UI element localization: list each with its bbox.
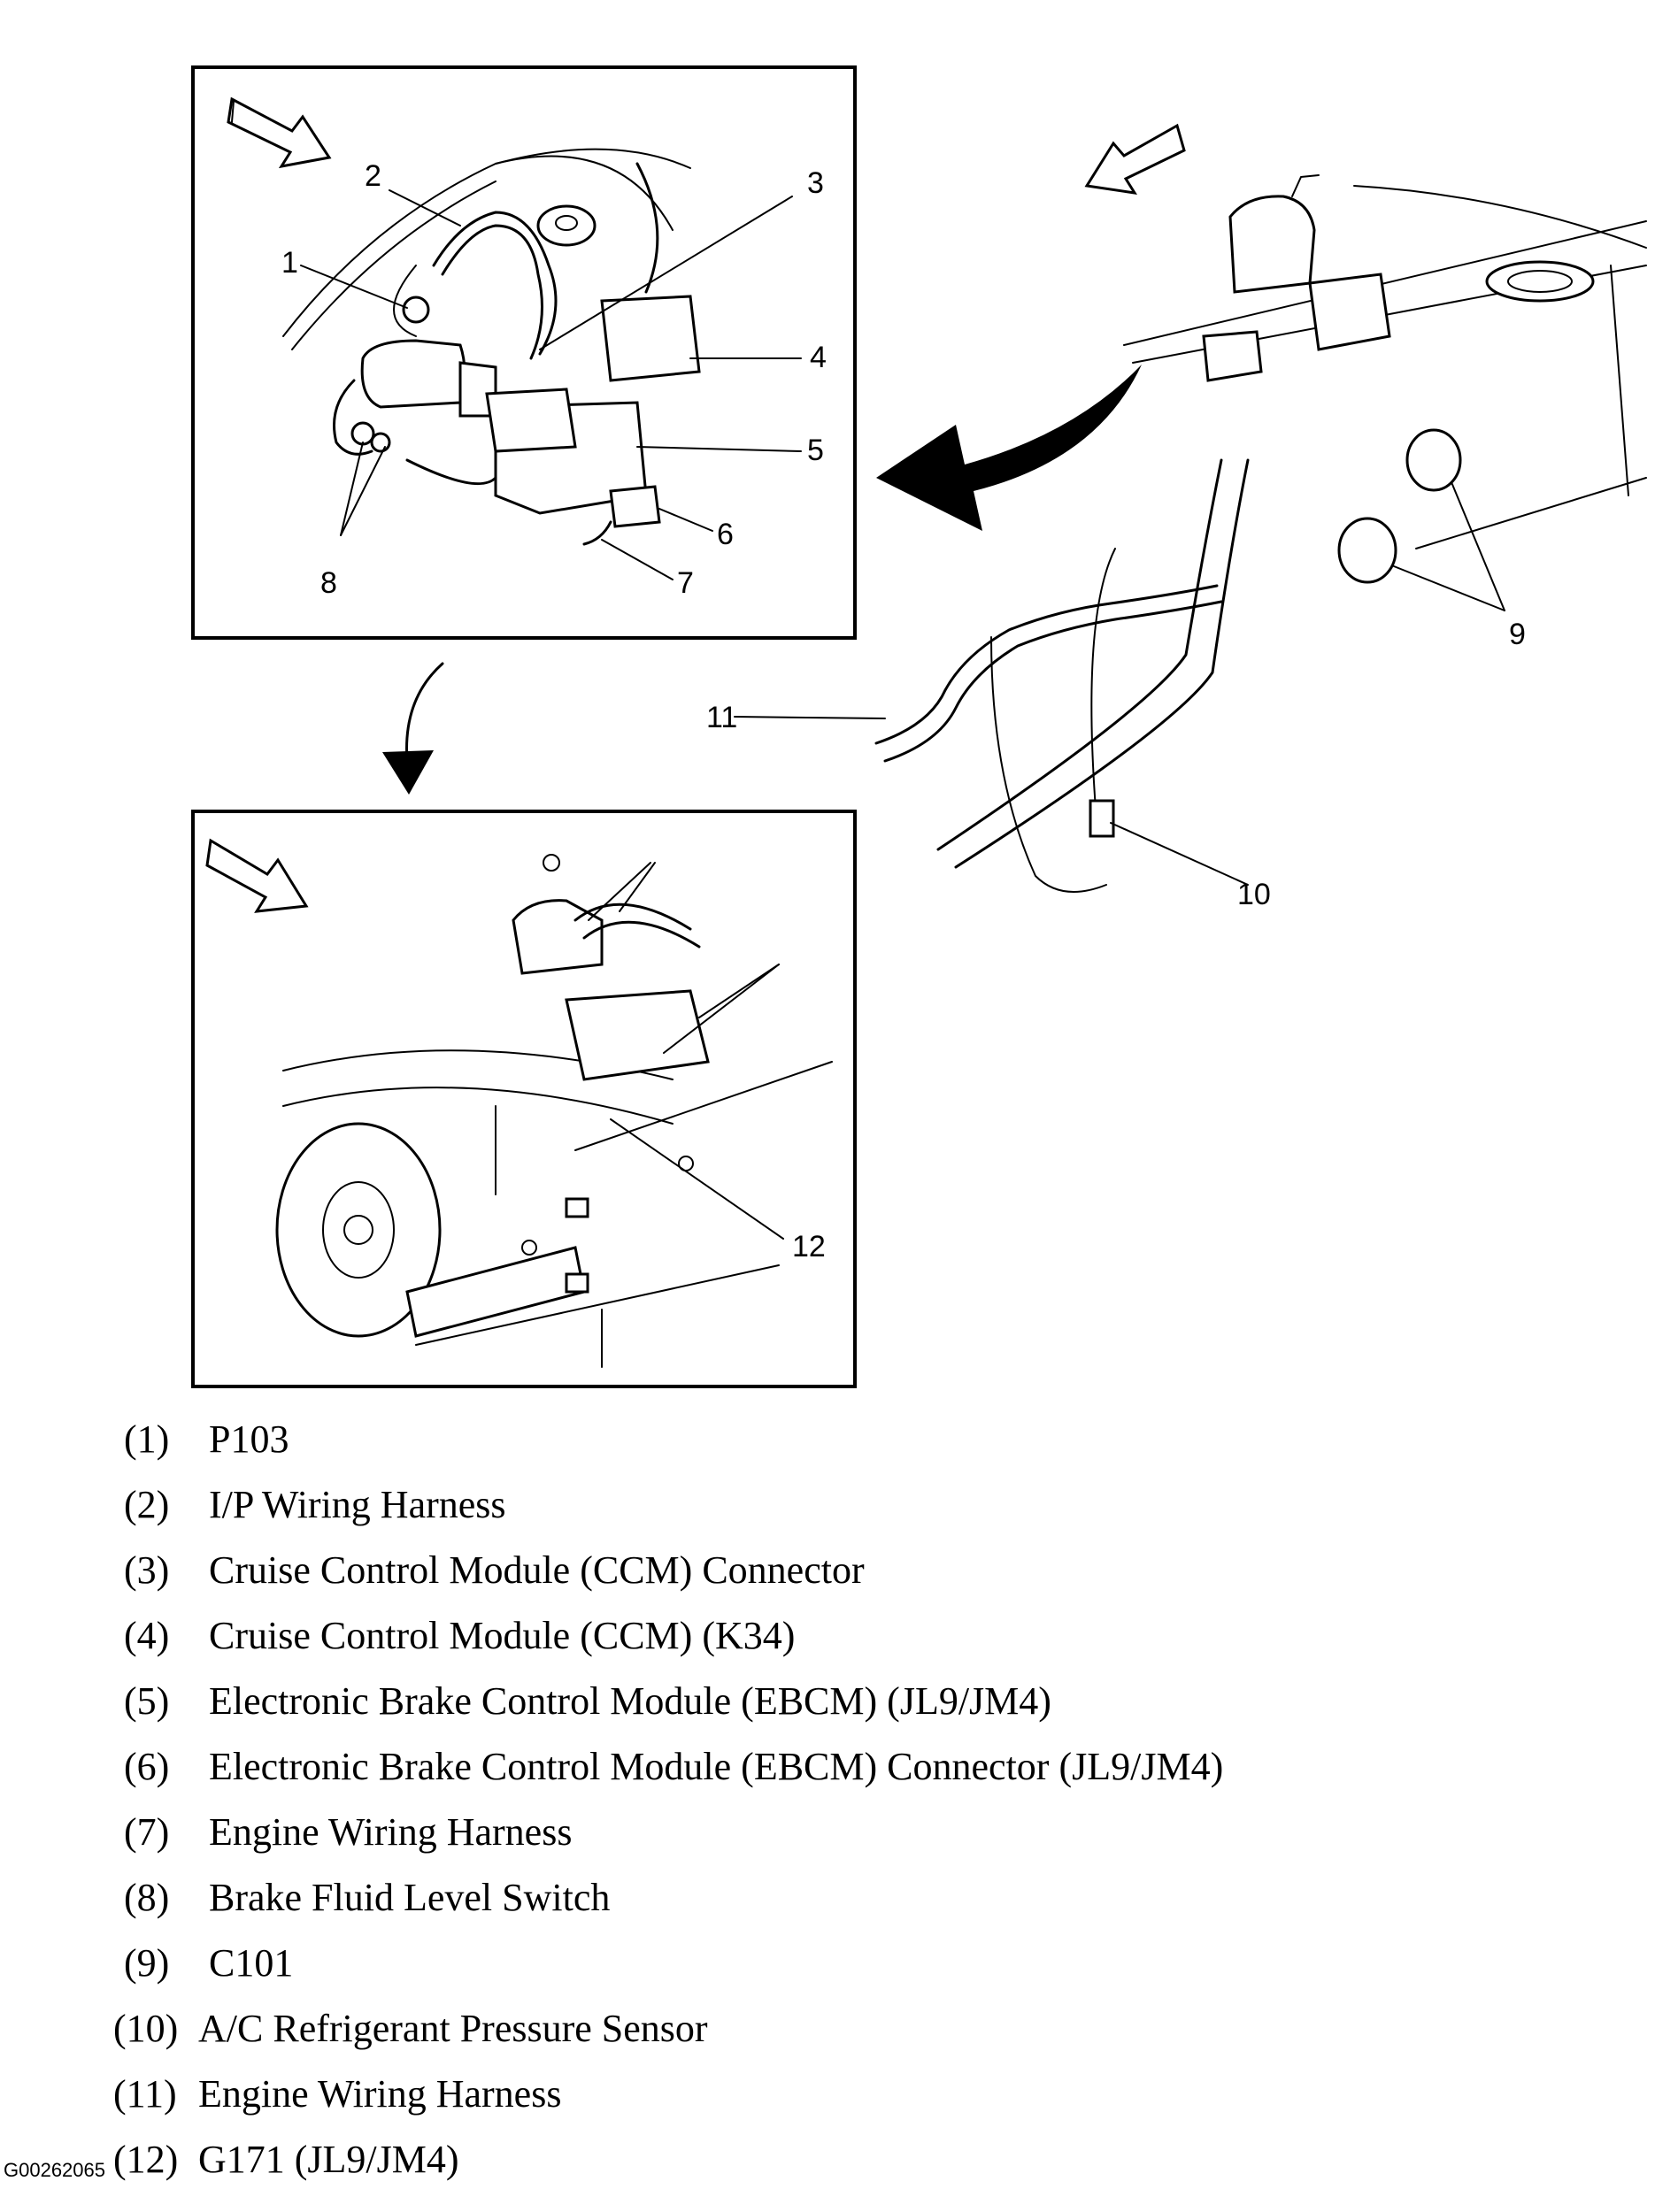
- callout-12: 12: [792, 1230, 826, 1263]
- legend-item: (1) P103: [124, 1407, 1584, 1472]
- callout-8: 8: [320, 566, 337, 600]
- legend-list: (1) P103 (2) I/P Wiring Harness (3) Cruise …: [113, 1407, 1584, 2193]
- legend-text: A/C Refrigerant Pressure Sensor: [198, 2007, 708, 2050]
- callout-3: 3: [807, 166, 824, 200]
- inset-frame-top: [191, 65, 857, 640]
- legend-number: (4): [124, 1614, 170, 1657]
- legend-item: (2) I/P Wiring Harness: [124, 1472, 1584, 1538]
- inset-frame-bottom: [191, 810, 857, 1388]
- callout-6: 6: [717, 518, 734, 551]
- legend-text: Engine Wiring Harness: [209, 1810, 573, 1854]
- callout-5: 5: [807, 434, 824, 467]
- zoom-arrow-to-top-inset: [876, 365, 1142, 531]
- legend-number: (1): [124, 1417, 170, 1461]
- callout-7: 7: [677, 566, 694, 600]
- legend-number: (10): [113, 2007, 179, 2050]
- engine-bay-scene: [734, 123, 1647, 893]
- legend-text: Cruise Control Module (CCM) (K34): [209, 1614, 796, 1657]
- legend-number: (11): [113, 2072, 177, 2116]
- legend-text: G171 (JL9/JM4): [198, 2138, 459, 2181]
- legend-item: (5) Electronic Brake Control Module (EBCM…: [124, 1669, 1584, 1734]
- legend-item: (8) Brake Fluid Level Switch: [124, 1865, 1584, 1931]
- legend-text: Electronic Brake Control Module (EBCM) (…: [209, 1679, 1051, 1723]
- legend-number: (2): [124, 1483, 170, 1526]
- legend-item: (11) Engine Wiring Harness: [113, 2062, 1584, 2127]
- legend-number: (12): [113, 2138, 179, 2181]
- legend-item: (10) A/C Refrigerant Pressure Sensor: [113, 1996, 1584, 2062]
- legend-text: Brake Fluid Level Switch: [209, 1876, 611, 1919]
- legend-item: (4) Cruise Control Module (CCM) (K34): [124, 1603, 1584, 1669]
- legend-number: (5): [124, 1679, 170, 1723]
- legend-text: I/P Wiring Harness: [209, 1483, 506, 1526]
- legend-text: Engine Wiring Harness: [198, 2072, 562, 2116]
- legend-item: (9) C101: [124, 1931, 1584, 1996]
- legend-number: (7): [124, 1810, 170, 1854]
- callout-2: 2: [365, 159, 381, 193]
- legend-text: Electronic Brake Control Module (EBCM) C…: [209, 1745, 1224, 1788]
- legend-text: Cruise Control Module (CCM) Connector: [209, 1548, 865, 1592]
- figure-id: G00262065: [4, 2159, 105, 2181]
- callout-10: 10: [1237, 878, 1271, 911]
- legend-number: (8): [124, 1876, 170, 1919]
- legend-text: P103: [209, 1417, 289, 1461]
- component-location-diagram: 1 2 3 4 5 6 7 8: [191, 65, 1647, 1388]
- callout-1: 1: [281, 246, 298, 280]
- zoom-arrow-to-bottom-inset: [382, 662, 444, 795]
- inset-top-direction-arrow: [227, 96, 332, 169]
- legend-text: C101: [209, 1941, 294, 1985]
- legend-item: (3) Cruise Control Module (CCM) Connector: [124, 1538, 1584, 1603]
- callout-11: 11: [706, 701, 737, 734]
- legend-number: (6): [124, 1745, 170, 1788]
- legend-item: (6) Electronic Brake Control Module (EBCM…: [124, 1734, 1584, 1800]
- callout-9: 9: [1509, 618, 1526, 651]
- legend-number: (3): [124, 1548, 170, 1592]
- legend-number: (9): [124, 1941, 170, 1985]
- legend-item: (7) Engine Wiring Harness: [124, 1800, 1584, 1865]
- callout-4: 4: [810, 341, 827, 374]
- legend-item: (12) G171 (JL9/JM4): [113, 2127, 1584, 2193]
